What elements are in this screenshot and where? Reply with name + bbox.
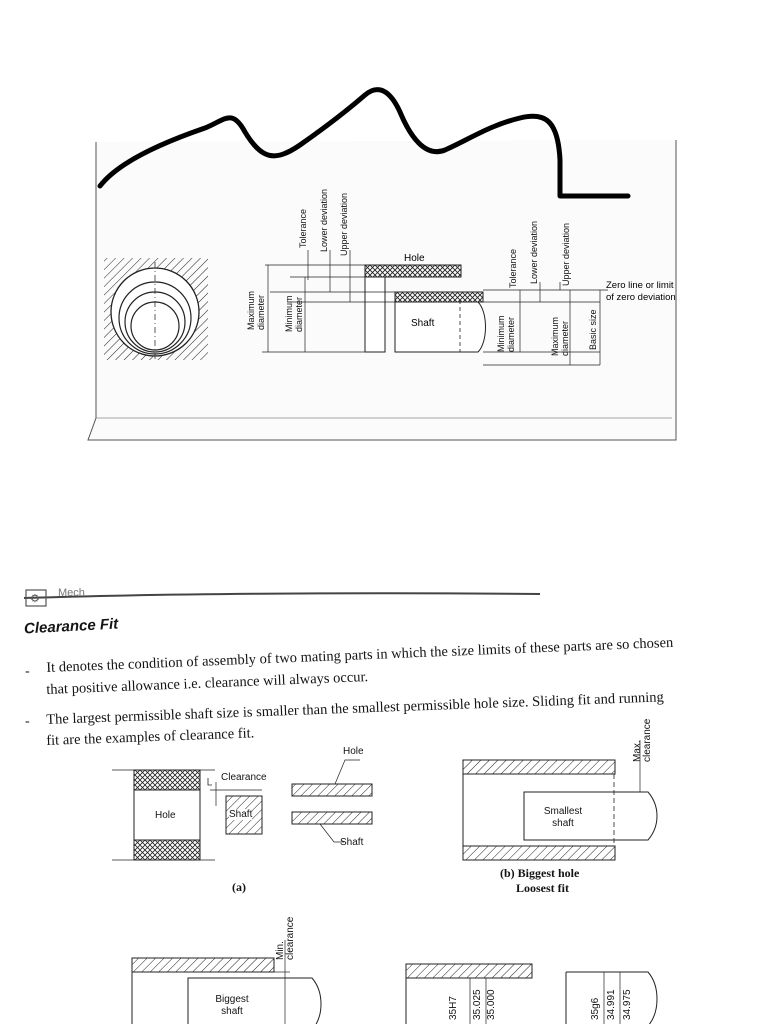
maximum-diameter-label-right: Maximum diameter bbox=[550, 316, 570, 356]
fig-c bbox=[131, 940, 322, 1024]
fig-d-hole-dimension: 35H7 bbox=[448, 996, 459, 1020]
fig-b-max-clearance-label: Max. clearance bbox=[632, 718, 653, 762]
maximum-diameter-label-left: Maximum diameter bbox=[246, 290, 266, 330]
fig-d-shaft-dimension: 35g6 bbox=[590, 997, 601, 1020]
fig-b-caption-line2: Loosest fit bbox=[516, 881, 569, 895]
page2-header-rule: ⚙ bbox=[23, 589, 541, 607]
fig-a-caption: (a) bbox=[232, 880, 246, 894]
upper-deviation-label-left: Upper deviation bbox=[339, 192, 349, 256]
bullet-marker-2: - bbox=[25, 714, 30, 729]
fig-d-hole-upper: 35.025 bbox=[472, 989, 483, 1020]
section-heading: Clearance Fit bbox=[23, 615, 119, 638]
fig-b-smallest-shaft-label: Smallest shaft bbox=[543, 806, 583, 829]
running-header: Mech bbox=[58, 587, 85, 599]
fig-d bbox=[405, 963, 658, 1024]
fig-a-shaft-right-label: Shaft bbox=[340, 837, 364, 848]
zero-line-label: Zero line or limit of zero deviation bbox=[606, 280, 676, 303]
hole-band bbox=[364, 264, 462, 278]
fig-a-hole-label: Hole bbox=[155, 810, 176, 821]
fig-a-right bbox=[291, 759, 373, 843]
bullet-marker-1: - bbox=[25, 664, 30, 679]
tolerance-diagram bbox=[87, 87, 677, 441]
fig-a-left bbox=[112, 769, 263, 861]
fig1-hole-label: Hole bbox=[404, 253, 425, 264]
fig-d-shaft-lower: 34.975 bbox=[622, 989, 633, 1020]
fig-a-clearance-label: Clearance bbox=[221, 772, 267, 783]
shaft-band bbox=[394, 291, 484, 303]
fig-c-min-clearance-label: Min. clearance bbox=[275, 916, 296, 960]
minimum-diameter-label-right: Minimum diameter bbox=[496, 315, 516, 352]
fig-c-biggest-shaft-label: Biggest shaft bbox=[215, 994, 249, 1017]
lower-deviation-label-right: Lower deviation bbox=[529, 220, 539, 284]
basic-size-label: Basic size bbox=[588, 309, 598, 350]
minimum-diameter-label-left: Minimum diameter bbox=[284, 295, 304, 332]
fig-a-hole-right-label: Hole bbox=[343, 746, 364, 757]
upper-deviation-label-right: Upper deviation bbox=[561, 222, 571, 286]
fig-b-caption-line1: (b) Biggest hole bbox=[500, 866, 580, 880]
bullet-2-line-1: The largest permissible shaft size is sm… bbox=[46, 689, 665, 728]
tolerance-label-left: Tolerance bbox=[298, 208, 308, 248]
fig-d-hole-lower: 35.000 bbox=[486, 989, 497, 1020]
clearance-fit-figures bbox=[112, 740, 658, 1024]
tolerance-label-right: Tolerance bbox=[508, 248, 518, 288]
svg-text:⚙: ⚙ bbox=[30, 593, 40, 605]
fig-d-shaft-upper: 34.991 bbox=[606, 989, 617, 1020]
fig1-shaft-label: Shaft bbox=[411, 318, 435, 329]
fig-b bbox=[462, 740, 658, 861]
lower-deviation-label-left: Lower deviation bbox=[319, 188, 329, 252]
fig-a-shaft-label: Shaft bbox=[229, 809, 253, 820]
handwritten-stroke bbox=[97, 87, 631, 199]
